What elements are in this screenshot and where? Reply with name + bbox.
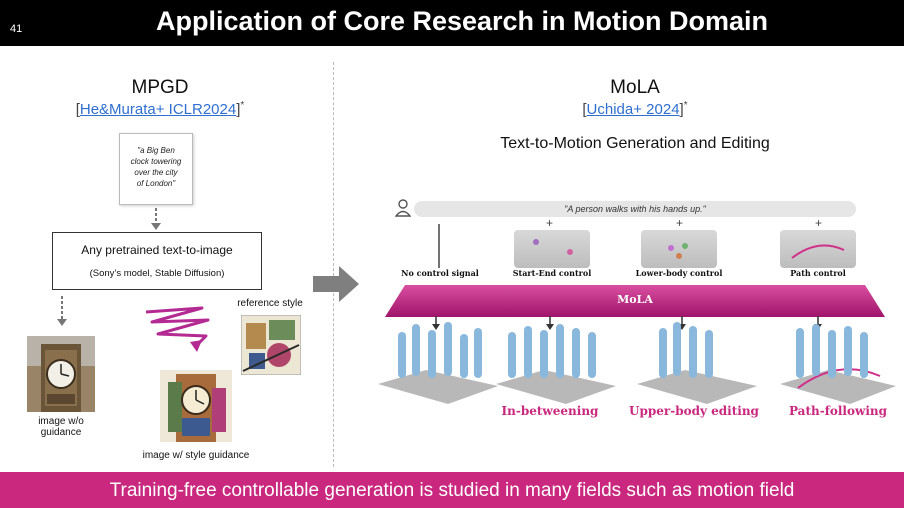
control-line xyxy=(438,224,440,268)
style-guidance-arrow xyxy=(145,306,210,352)
dashed-arrow-down xyxy=(57,296,67,326)
cite-footnote-mark: * xyxy=(240,100,245,111)
cite-bracket-open: [ xyxy=(75,101,80,118)
panel-divider xyxy=(333,62,334,467)
style-guidance-label: image w/ style guidance xyxy=(142,450,250,461)
slide-title: Application of Core Research in Motion D… xyxy=(155,6,769,36)
motion-result-upper-body xyxy=(637,322,757,404)
pretrained-model-box: Any pretrained text-to-image (Sony’s mod… xyxy=(52,232,262,290)
control-label-none: No control signal xyxy=(401,268,479,278)
footer-banner: Training-free controllable generation is… xyxy=(0,472,904,508)
cite-footnote-mark: * xyxy=(683,100,688,111)
cite-bracket-close: ] xyxy=(236,101,241,118)
cite-bracket-close: ] xyxy=(679,101,684,118)
mola-citation-link[interactable]: Uchida+ 2024 xyxy=(586,101,680,118)
prompt-line: over the city xyxy=(134,168,178,177)
mola-band-label: MoLA xyxy=(617,293,653,306)
motion-result-in-betweening xyxy=(496,324,616,404)
mola-subtitle: Text-to-Motion Generation and Editing xyxy=(500,135,770,152)
motion-result-path xyxy=(780,324,896,404)
model-examples: (Sony’s model, Stable Diffusion) xyxy=(89,268,225,279)
path-control-thumb xyxy=(780,230,856,268)
user-icon xyxy=(395,199,411,217)
model-label: Any pretrained text-to-image xyxy=(81,243,233,257)
lower-body-control-graphic xyxy=(668,243,688,259)
control-label-lower-body: Lower-body control xyxy=(635,268,723,278)
task-label-path-following: Path-following xyxy=(788,404,887,418)
task-label-upper-body-editing: Upper-body editing xyxy=(629,404,759,418)
dashed-arrow-down xyxy=(151,208,161,230)
big-ben-image xyxy=(27,336,95,412)
mola-title: MoLA xyxy=(610,77,660,98)
mpgd-citation-link[interactable]: He&Murata+ ICLR2024 xyxy=(79,101,237,118)
no-guidance-line: image w/o xyxy=(38,416,84,427)
prompt-line: clock towering xyxy=(130,157,182,166)
control-label-path: Path control xyxy=(790,268,846,278)
slide-number: 41 xyxy=(10,23,23,35)
start-end-control-thumb xyxy=(514,230,590,268)
stylized-big-ben-image xyxy=(160,370,232,442)
cite-bracket-open: [ xyxy=(582,101,587,118)
mpgd-citation: [He&Murata+ ICLR2024]* xyxy=(40,100,280,118)
motion-prompt-bar: "A person walks with his hands up." xyxy=(414,201,856,217)
prompt-line: "a Big Ben xyxy=(137,146,175,155)
task-label-in-betweening: In-betweening xyxy=(501,404,599,418)
reference-style-label: reference style xyxy=(237,298,303,309)
plus-icon: + xyxy=(815,216,823,230)
footer-text: Training-free controllable generation is… xyxy=(109,480,795,501)
plus-icon: + xyxy=(546,216,554,230)
reference-style-image xyxy=(241,315,301,375)
plus-icon: + xyxy=(676,216,684,230)
lower-body-control-thumb xyxy=(641,230,717,268)
path-control-graphic xyxy=(791,244,845,259)
transition-arrow xyxy=(313,266,359,302)
no-guidance-line: guidance xyxy=(40,427,82,438)
prompt-line: of London" xyxy=(136,179,176,188)
motion-result-no-control xyxy=(378,322,498,404)
start-end-control-graphic xyxy=(533,239,573,255)
mpgd-title: MPGD xyxy=(131,77,189,98)
mola-band xyxy=(385,285,885,317)
title-bar: 41 Application of Core Research in Motio… xyxy=(0,0,904,46)
text-prompt-card: "a Big Ben clock towering over the city … xyxy=(119,133,193,205)
mola-citation: [Uchida+ 2024]* xyxy=(530,100,740,118)
control-label-start-end: Start-End control xyxy=(512,268,592,278)
no-guidance-label: image w/o guidance xyxy=(22,416,100,438)
